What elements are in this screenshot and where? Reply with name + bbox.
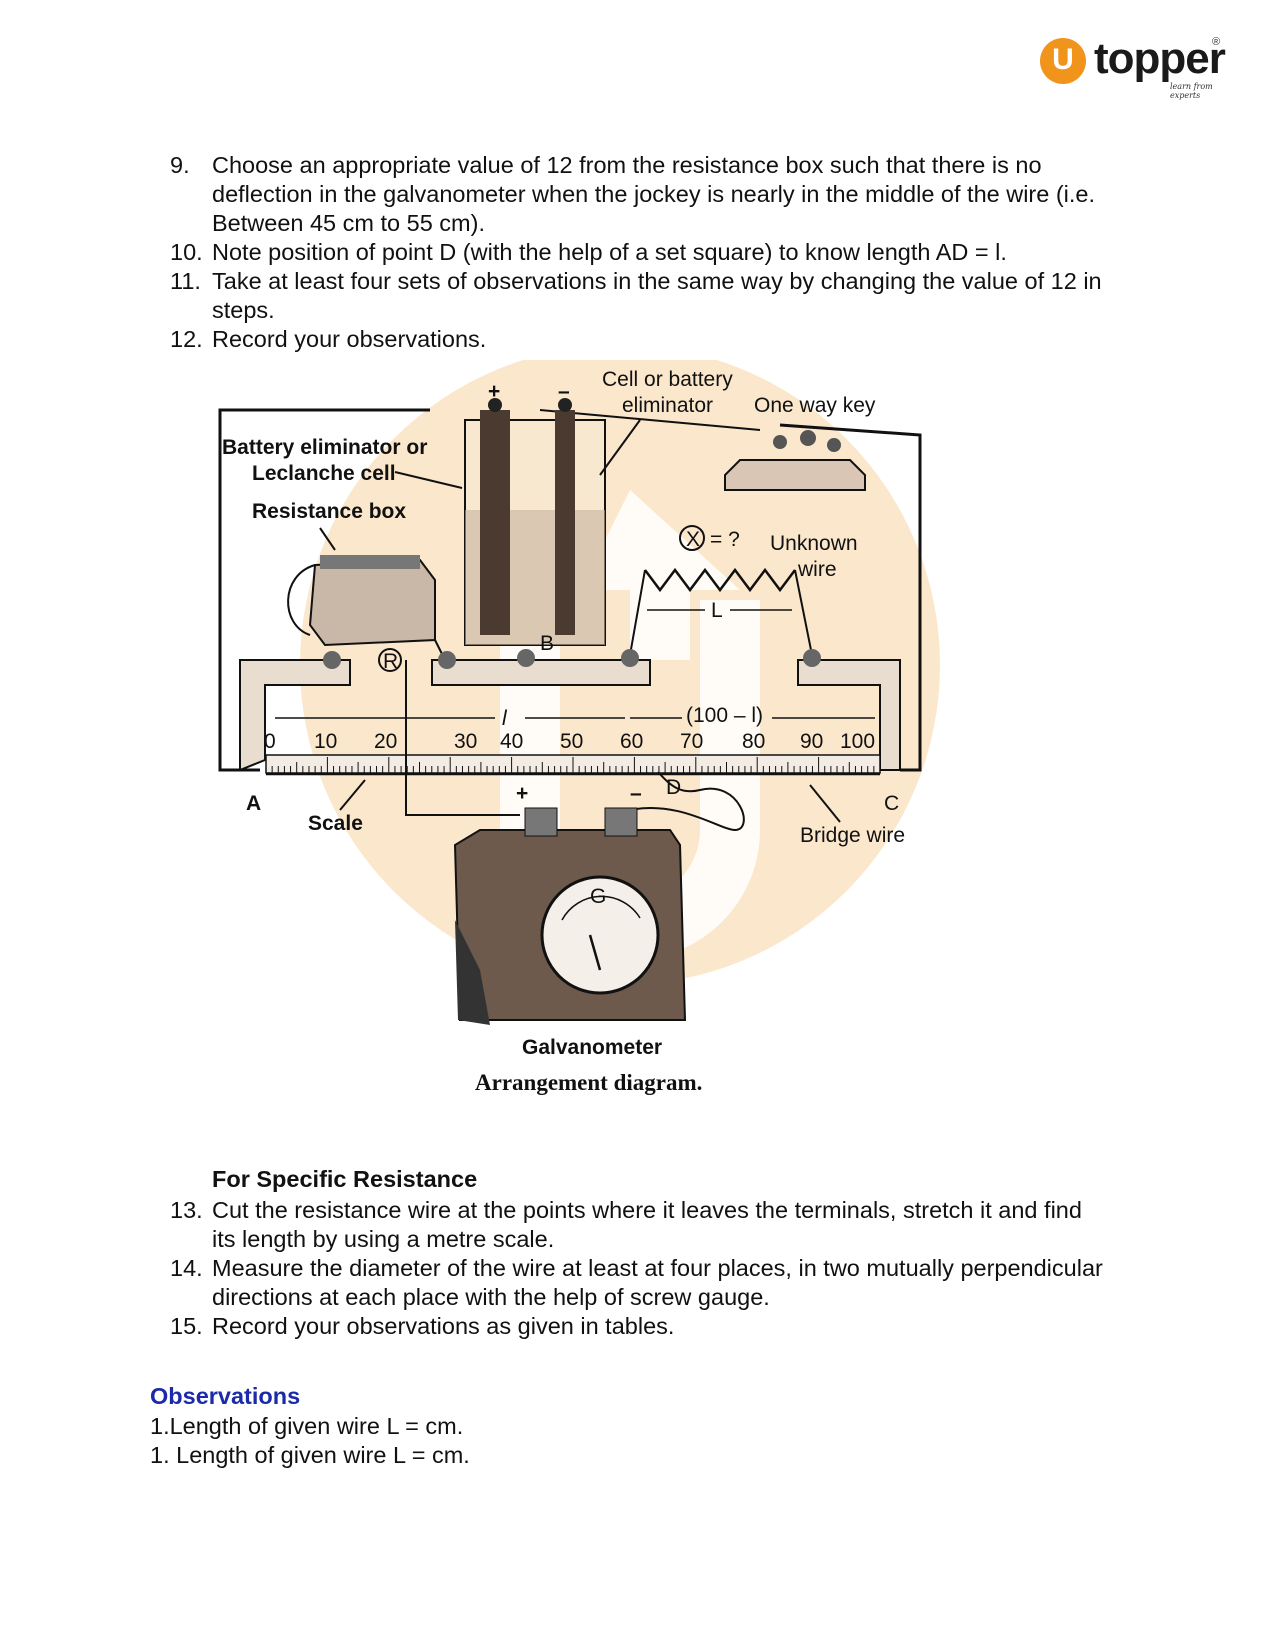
- tick-20: 20: [374, 730, 397, 753]
- resistance-box: [308, 558, 436, 647]
- tick-30: 30: [454, 730, 477, 753]
- step-9: 9.Choose an appropriate value of 12 from…: [170, 152, 1096, 236]
- cell-electrode-negative: [555, 410, 575, 635]
- G-label: G: [590, 885, 606, 908]
- tick-70: 70: [680, 730, 703, 753]
- tick-80: 80: [742, 730, 765, 753]
- wire-label: wire: [797, 558, 837, 581]
- tick-40: 40: [500, 730, 523, 753]
- tick-100: 100: [840, 730, 875, 753]
- observation-line-1: 1.Length of given wire L = cm.: [150, 1413, 464, 1439]
- D-label: D: [666, 776, 681, 799]
- observations-list: 1.Length of given wire L = cm. 1. Length…: [150, 1412, 470, 1470]
- step-15: 15.Record your observations as given in …: [170, 1313, 675, 1339]
- topper-logo: U topper learn from experts ®: [1040, 34, 1240, 100]
- resistance-box-label: Resistance box: [252, 500, 406, 523]
- bridge-wire-label: Bridge wire: [800, 824, 905, 847]
- battery-label-line1: Battery eliminator or: [222, 436, 427, 459]
- registered-mark: ®: [1212, 36, 1221, 48]
- right-circuit-wire: [779, 423, 922, 772]
- tick-50: 50: [560, 730, 583, 753]
- unknown-resistance-wire: [644, 567, 796, 593]
- tick-10: 10: [314, 730, 337, 753]
- step-13: 13.Cut the resistance wire at the points…: [170, 1197, 1082, 1252]
- tick-60: 60: [620, 730, 643, 753]
- A-label: A: [246, 792, 261, 815]
- tick-0: 0: [264, 730, 276, 753]
- logo-mark-icon: U: [1040, 38, 1086, 84]
- diagram-svg: + – Cell or battery eliminator One way k…: [218, 360, 940, 1095]
- procedure-steps-bottom: 13.Cut the resistance wire at the points…: [170, 1196, 1110, 1341]
- left-copper-strip: [239, 659, 351, 772]
- arrangement-diagram: + – Cell or battery eliminator One way k…: [200, 360, 1100, 1140]
- step-12: 12.Record your observations.: [170, 326, 487, 352]
- R-label: R: [383, 650, 398, 673]
- galvanometer-label: Galvanometer: [522, 1036, 662, 1059]
- procedure-steps-top: 9.Choose an appropriate value of 12 from…: [170, 151, 1110, 354]
- one-way-key: [724, 459, 866, 491]
- length-L-label: L: [711, 599, 723, 622]
- tick-90: 90: [800, 730, 823, 753]
- middle-copper-strip: [431, 659, 651, 686]
- unknown-x-symbol: X: [686, 528, 700, 551]
- cell-label-line1: Cell or battery: [602, 368, 733, 391]
- logo-tagline: learn from experts: [1170, 82, 1213, 100]
- jockey-lead: [629, 771, 745, 832]
- logo-wordmark: topper: [1094, 34, 1226, 83]
- observations-heading: Observations: [150, 1383, 301, 1409]
- scale-label: Scale: [308, 812, 363, 835]
- cell-electrode-positive: [480, 410, 510, 635]
- battery-label-line2: Leclanche cell: [252, 462, 396, 485]
- step-14: 14.Measure the diameter of the wire at l…: [170, 1255, 1103, 1310]
- unknown-label: Unknown: [770, 532, 858, 555]
- galvo-minus-label: –: [630, 782, 642, 805]
- cell-label-line2: eliminator: [622, 394, 713, 417]
- key-label: One way key: [754, 394, 876, 417]
- galvanometer-needle: [588, 934, 602, 971]
- galvo-plus-label: +: [516, 782, 528, 805]
- step-11: 11.Take at least four sets of observatio…: [170, 268, 1102, 323]
- l-label: l: [502, 707, 508, 730]
- scale-numbers: 0 10 20 30 40 50 60 70 80 90 100: [264, 730, 875, 753]
- cell-minus-label: –: [558, 380, 570, 403]
- diagram-caption: Arrangement diagram.: [475, 1070, 702, 1095]
- observation-line-2: 1. Length of given wire L = cm.: [150, 1442, 470, 1468]
- unknown-x-icon: [679, 525, 705, 551]
- rest-length-label: (100 – l): [686, 704, 763, 727]
- C-label: C: [884, 792, 899, 815]
- watermark-arrow-icon: [580, 490, 740, 660]
- step-10: 10.Note position of point D (with the he…: [170, 239, 1007, 265]
- B-label: B: [540, 632, 554, 655]
- section-heading: For Specific Resistance: [212, 1166, 478, 1192]
- cell-plus-label: +: [488, 380, 500, 403]
- unknown-equals: = ?: [710, 528, 740, 551]
- galvanometer-lead: [405, 660, 520, 816]
